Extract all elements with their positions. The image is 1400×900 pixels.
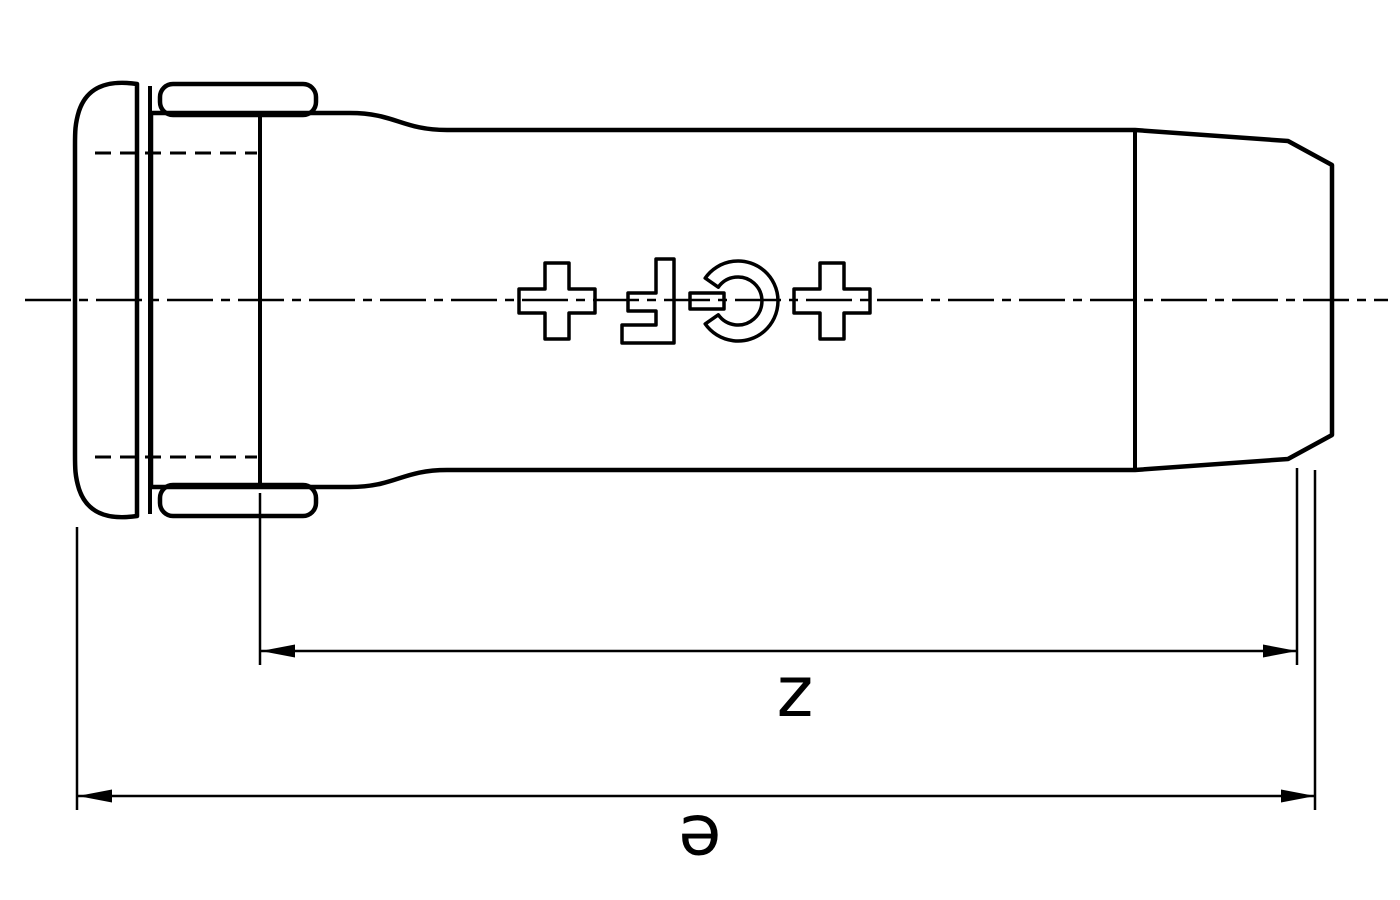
socket-lip bbox=[72, 80, 140, 520]
dimension-z-label: z bbox=[777, 651, 814, 733]
gf-logo-letter-f bbox=[620, 257, 676, 345]
gf-logo: +GF+ bbox=[517, 257, 872, 345]
dimension-e-arrow-left bbox=[78, 789, 112, 803]
dimension-e-label: e bbox=[678, 799, 721, 881]
dimension-z-arrow-left bbox=[261, 644, 295, 658]
dimension-z-arrow-right bbox=[1263, 644, 1297, 658]
dimension-e: e bbox=[75, 470, 1317, 881]
fitting-outline bbox=[148, 110, 1335, 490]
gf-logo-cross-right bbox=[517, 261, 597, 341]
gf-logo-letter-g-bar bbox=[688, 291, 726, 311]
dimension-e-arrow-right bbox=[1281, 789, 1315, 803]
gf-logo-cross-left bbox=[792, 261, 872, 341]
oring-bead-top bbox=[157, 81, 319, 118]
gf-logo-letter-g bbox=[703, 259, 780, 343]
dimension-z: z bbox=[258, 468, 1299, 733]
oring-bead-bottom bbox=[157, 482, 319, 519]
